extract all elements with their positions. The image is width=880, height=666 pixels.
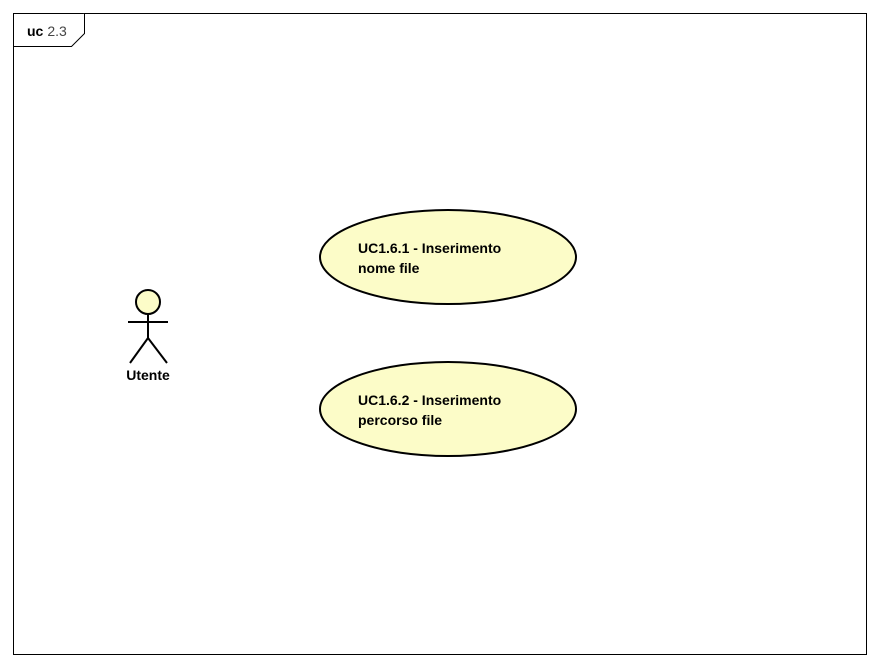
actor-utente[interactable]: Utente: [126, 289, 170, 383]
frame-keyword: uc: [27, 23, 44, 39]
use-case-ellipse: [319, 361, 577, 457]
frame-name: 2.3: [47, 23, 67, 39]
use-case-uc1-6-1[interactable]: UC1.6.1 - Inserimento nome file: [319, 209, 577, 305]
use-case-title-line1: UC1.6.2 - Inserimento: [358, 392, 501, 408]
use-case-title-line2: nome file: [358, 260, 420, 276]
frame-name-tab: [13, 13, 85, 47]
use-case-ellipse: [319, 209, 577, 305]
use-case-uc1-6-2[interactable]: UC1.6.2 - Inserimento percorso file: [319, 361, 577, 457]
use-case-title-line1: UC1.6.1 - Inserimento: [358, 240, 501, 256]
frame-border: [13, 13, 867, 655]
actor-label: Utente: [126, 367, 170, 383]
actor-left-leg: [129, 337, 149, 364]
actor-right-leg: [147, 337, 168, 364]
use-case-title-line2: percorso file: [358, 412, 442, 428]
actor-head: [135, 289, 161, 315]
